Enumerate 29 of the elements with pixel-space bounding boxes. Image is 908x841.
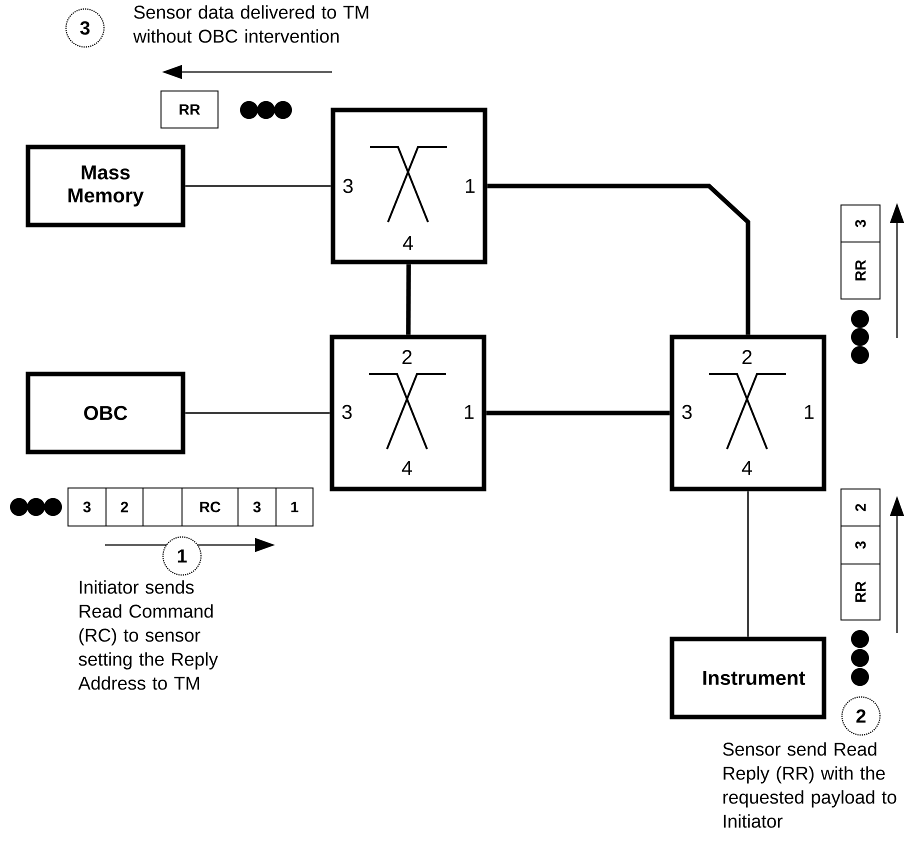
device-box: OBC [26,372,186,454]
device-box: Instrument [670,636,826,720]
packet-cell: 3 [840,204,880,242]
connection-line [747,491,749,637]
switch-box: 3 1 4 [330,108,488,264]
switch-box: 2 3 1 4 [330,334,486,492]
connection-line [487,184,750,335]
packet-cell: RC [182,488,238,526]
device-box: Mass Memory [26,144,186,228]
packet-cell: 2 [106,488,144,526]
connection-line [185,185,331,187]
step-number: 1 [162,536,202,576]
connection-line [185,412,330,414]
step-description: Initiator sends Read Command (RC) to sensor setting the Reply Address to TM [78,580,218,690]
packet-cell: RR [160,90,218,128]
packet-cell: RR [840,564,880,620]
packet-cell: 2 [840,488,880,526]
packet-cell: 3 [238,488,276,526]
switch-box: 2 3 1 4 [670,334,826,492]
packet-cell: 3 [68,488,106,526]
packet-cell: 3 [840,526,880,564]
step-number: 3 [65,8,105,48]
connection-line [406,264,411,335]
step-number: 2 [841,696,881,736]
connection-line [486,410,670,416]
step-description: Sensor data delivered to TM without OBC intervention [133,5,368,43]
packet-cell: 1 [276,488,314,526]
step-description: Sensor send Read Reply (RR) with the requested payload to Initiator [723,742,896,828]
packet-cell: RR [840,242,880,300]
